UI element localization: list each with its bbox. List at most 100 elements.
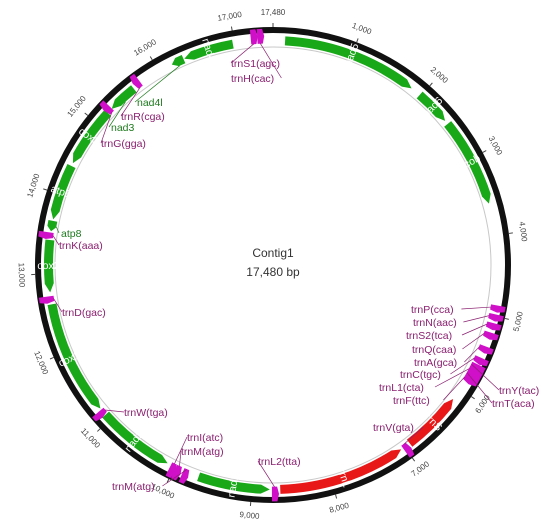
trna-leader-10 [257,460,275,488]
trna-marks [38,28,506,502]
feature-label-nad4l: nad4l [137,97,163,109]
trna-mark-0 [249,29,258,45]
trna-mark-12 [490,304,506,313]
trna-label-21: trnT(aca) [492,398,535,410]
tick-label-13000: 13,000 [17,263,27,288]
feature-cox2 [43,239,55,293]
feature-rrnl [280,449,402,494]
feature-arrows [43,36,491,494]
trna-mark-15 [483,330,499,341]
trna-label-20: trnY(tac) [499,385,539,397]
trna-mark-13 [488,312,504,322]
trna-label-14: trnS2(tca) [406,330,452,342]
contig-name: Contig1 [252,246,294,260]
trna-leader-2 [120,86,141,117]
feature-cob [444,121,491,204]
trna-leader-0 [230,43,255,64]
feature-nad4 [184,39,234,60]
trna-leader-12 [461,306,492,310]
feature-nad6 [416,91,446,121]
trna-leader-21 [466,372,493,404]
tick-label-5000: 5,000 [512,310,525,332]
feature-atp8 [47,220,58,232]
trna-leader-17 [450,357,475,375]
feature-label-nad1: nad1 [225,473,241,498]
feature-nad3 [111,85,137,109]
trna-mark-20 [470,361,486,374]
trna-label-0: trnS1(agc) [231,58,280,70]
trna-label-9: trnM(atg) [112,481,155,493]
tick-4000 [508,232,513,234]
trna-leader-8 [179,450,182,467]
leader-nad4l [134,65,180,103]
feature-label-atp6: atp6 [49,183,72,201]
feature-label-rrnl: rrnL [335,467,352,489]
feature-nad4l [171,54,186,67]
trna-mark-5 [38,295,55,304]
feature-nad2 [102,411,168,464]
trna-label-5: trnD(gac) [62,307,106,319]
trna-leader-9 [162,469,187,487]
tick-label-12000: 12,000 [32,350,50,377]
trna-leader-18 [434,368,470,388]
feature-cox3 [72,109,112,164]
trna-leader-20 [471,364,500,391]
tick-label-15000: 15,000 [65,94,88,119]
tick-17000 [230,26,233,31]
trna-label-13: trnN(aac) [413,317,457,329]
trna-mark-16 [478,344,494,355]
trna-leader-15 [462,333,485,350]
trna-label-2: trnR(cga) [121,111,165,123]
feature-label-nad3: nad3 [111,122,135,134]
trna-leader-14 [461,323,488,336]
tick-label-2000: 2,000 [429,65,450,85]
trna-mark-3 [99,100,114,115]
feature-rrns [406,399,454,447]
trna-mark-9 [178,468,190,484]
tick-16000 [149,56,153,61]
trna-leader-1 [259,43,282,79]
tick-label-1000: 1,000 [351,21,373,37]
tick-5000 [504,317,509,320]
trna-mark-21 [465,370,482,383]
trna-mark-4 [38,230,54,239]
tick-1000 [356,38,359,43]
feature-nad1 [197,472,270,494]
trna-mark-17 [473,355,489,367]
trna-leader-13 [463,315,490,323]
trna-label-12: trnP(cca) [411,304,454,316]
tick-15000 [84,112,89,116]
feature-label-cox2: cox2 [37,260,59,272]
tick-11000 [96,428,101,432]
tick-label-14000: 14,000 [25,172,41,199]
trna-mark-11 [401,442,415,458]
tick-3000 [482,150,487,153]
tick-14000 [43,188,48,191]
feature-cox1 [47,303,101,409]
trna-label-6: trnW(tga) [124,407,168,419]
trna-mark-1 [256,28,265,44]
tick-10000 [166,478,170,483]
trna-label-1: trnH(cac) [231,73,274,85]
leader-atp8 [56,226,60,234]
trna-leader-6 [104,409,125,413]
trna-leader-3 [100,112,113,144]
trna-label-19: trnF(ttc) [393,395,430,407]
tick-label-7000: 7,000 [410,459,432,478]
feature-atp6 [50,164,76,220]
tick-label-9000: 9,000 [239,510,260,521]
trna-leader-19 [443,376,465,401]
trna-label-15: trnQ(caa) [412,344,456,356]
trna-label-7: trnI(atc) [187,432,223,444]
tick-label-6000: 6,000 [473,393,492,415]
trna-mark-7 [165,462,177,479]
trna-label-3: trnG(gga) [101,138,146,150]
trna-leader-5 [53,298,63,313]
leader-nad3 [108,101,126,128]
trna-mark-14 [485,321,502,331]
feature-nad5 [284,36,412,89]
inner-ring [54,46,492,484]
trna-label-17: trnC(tgc) [400,369,441,381]
tick-12000 [49,356,54,360]
